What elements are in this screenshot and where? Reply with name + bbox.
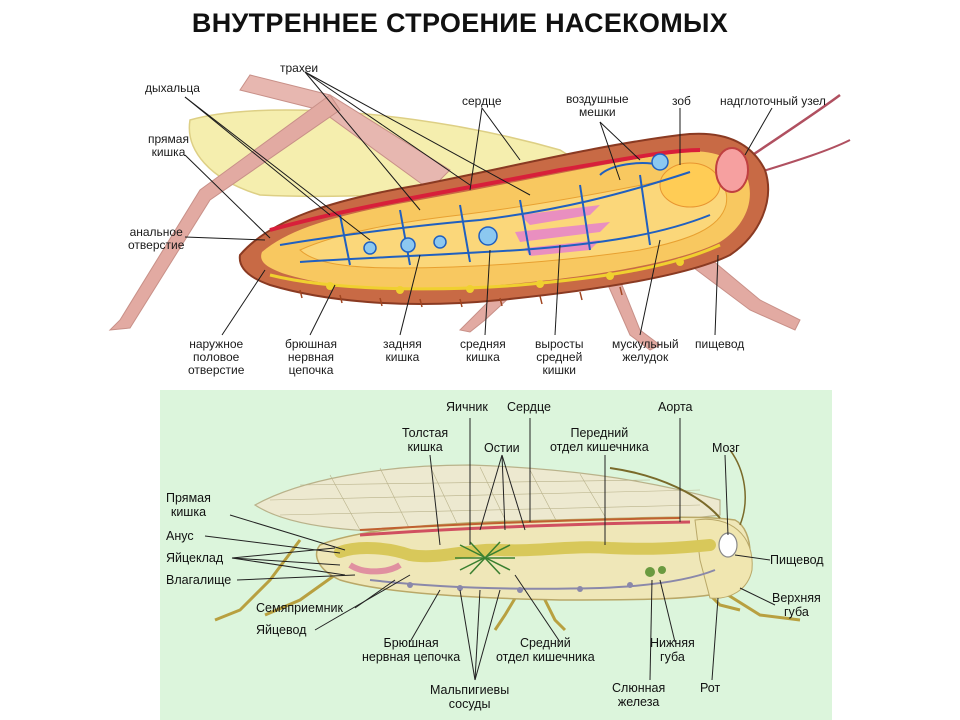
label-hindgut: задняя кишка [383, 338, 422, 364]
label-nerve-cord: брюшная нервная цепочка [285, 338, 337, 377]
label-ovipositor: Яйцеклад [166, 551, 223, 565]
label-anus: анальное отверстие [128, 226, 184, 252]
label-ovary: Яичник [446, 400, 488, 414]
label-genital-opening: наружное половое отверстие [188, 338, 244, 377]
label-midgut: средняя кишка [460, 338, 506, 364]
label-lower-lip: Нижняя губа [650, 636, 695, 664]
label-heart: сердце [462, 95, 502, 108]
label-rectum-lower: Прямая кишка [166, 491, 211, 519]
label-anus-lower: Анус [166, 529, 194, 543]
label-rectum: прямая кишка [148, 133, 189, 159]
label-colon: Толстая кишка [402, 426, 448, 454]
label-crop: зоб [672, 95, 691, 108]
label-foregut: Передний отдел кишечника [550, 426, 649, 454]
label-vagina: Влагалище [166, 573, 231, 587]
label-supraesophageal: надглоточный узел [720, 95, 826, 108]
grasshopper-illustration [110, 75, 850, 350]
label-gizzard: мускульный желудок [612, 338, 679, 364]
label-upper-lip: Верхняя губа [772, 591, 821, 619]
label-esophagus-lower: Пищевод [770, 553, 824, 567]
label-heart-lower: Сердце [507, 400, 551, 414]
label-brain: Мозг [712, 441, 740, 455]
label-ostia: Остии [484, 441, 520, 455]
label-salivary: Слюнная железа [612, 681, 665, 709]
label-air-sacs: воздушные мешки [566, 93, 629, 119]
label-ceca: выросты средней кишки [535, 338, 583, 377]
label-midgut-lower: Средний отдел кишечника [496, 636, 595, 664]
label-spiracles: дыхальца [145, 82, 200, 95]
label-aorta: Аорта [658, 400, 693, 414]
label-mouth: Рот [700, 681, 720, 695]
label-malpighian: Мальпигиевы сосуды [430, 683, 509, 711]
label-nerve-cord-lower: Брюшная нервная цепочка [362, 636, 460, 664]
label-esophagus: пищевод [695, 338, 744, 351]
label-tracheae: трахеи [280, 62, 318, 75]
label-oviduct: Яйцевод [256, 623, 306, 637]
label-spermatheca: Семяприемник [256, 601, 343, 615]
